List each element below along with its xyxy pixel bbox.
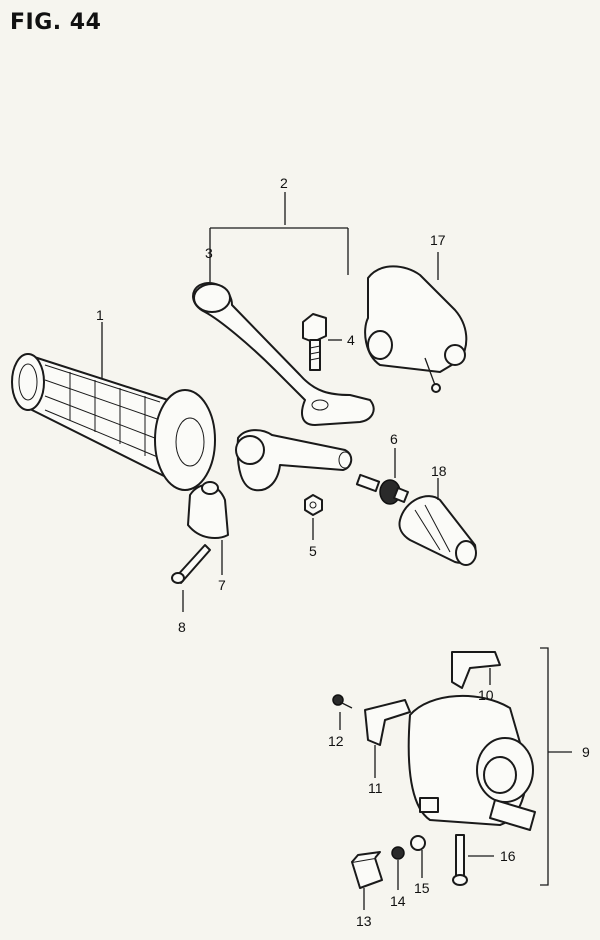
callout-1: 1 xyxy=(96,307,104,323)
callout-16: 16 xyxy=(500,848,516,864)
nut-part xyxy=(304,494,323,516)
callout-14: 14 xyxy=(390,893,406,909)
figure-title: FIG. 44 xyxy=(10,10,102,35)
callout-11: 11 xyxy=(368,780,383,796)
leader-lines xyxy=(101,192,572,910)
lever-holder-part xyxy=(235,429,353,492)
callout-7: 7 xyxy=(218,577,226,593)
lever-cover-part xyxy=(364,265,468,393)
callout-4: 4 xyxy=(347,332,355,348)
callout-13: 13 xyxy=(356,913,372,929)
washer-15-part xyxy=(410,835,426,851)
spring-14-part xyxy=(391,846,405,860)
knob-11-part xyxy=(364,699,411,746)
callout-17: 17 xyxy=(430,232,446,248)
lever-part xyxy=(192,282,375,426)
clamp-screw-part xyxy=(171,544,211,584)
grip-part xyxy=(11,353,216,491)
knob-10-part xyxy=(451,651,501,689)
callout-6: 6 xyxy=(390,431,398,447)
callout-10: 10 xyxy=(478,687,494,703)
callout-5: 5 xyxy=(309,543,317,559)
clamp-part xyxy=(187,481,229,539)
adjuster-part xyxy=(355,473,409,505)
screw-16-part xyxy=(452,834,468,886)
callout-labels: 1 2 3 4 5 6 7 8 9 10 11 12 13 14 15 16 1… xyxy=(96,175,590,929)
callout-9: 9 xyxy=(582,744,590,760)
button-13-part xyxy=(351,851,383,889)
callout-15: 15 xyxy=(414,880,430,896)
lever-bolt-part xyxy=(302,313,327,371)
callout-3: 3 xyxy=(205,245,213,261)
small-screw-12-part xyxy=(332,694,353,709)
callout-12: 12 xyxy=(328,733,344,749)
callout-2: 2 xyxy=(280,175,288,191)
boot-part xyxy=(398,495,477,566)
switch-housing-part xyxy=(407,694,536,831)
callout-18: 18 xyxy=(431,463,447,479)
callout-8: 8 xyxy=(178,619,186,635)
